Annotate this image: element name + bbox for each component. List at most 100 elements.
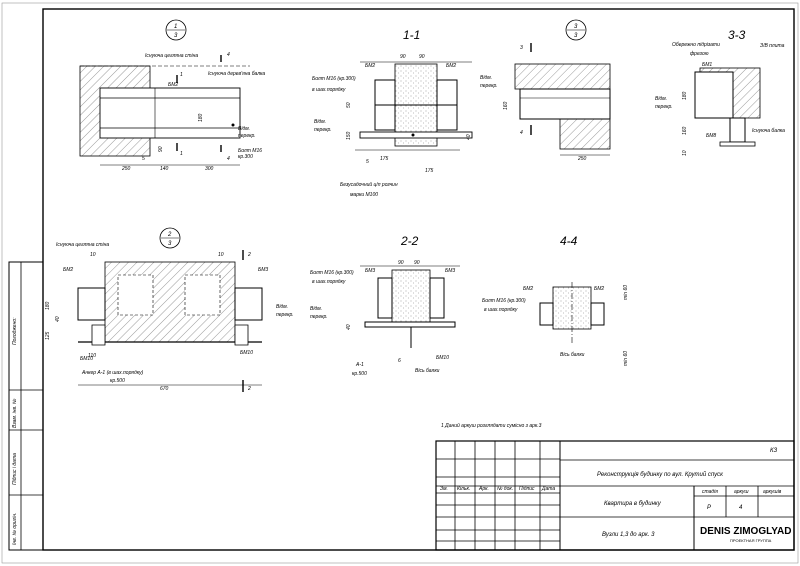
- section-mark: 4: [227, 156, 230, 162]
- dim: 300: [205, 166, 214, 172]
- drawing-code: КЗ: [770, 448, 778, 454]
- channel-label: БМ2: [168, 82, 178, 88]
- channel-label: БМ2: [594, 286, 604, 292]
- concrete-label: Безусадочний ц/п розчин: [340, 181, 398, 188]
- concrete-label-2: марки М100: [350, 192, 378, 198]
- detail-marker-top: 1: [174, 24, 177, 30]
- section-title: 2-2: [400, 234, 419, 248]
- base-plate: [359, 131, 473, 139]
- sign-date-label: Підпис і дата: [12, 453, 18, 485]
- detail-marker-bottom: 3: [168, 241, 172, 247]
- dim: 180: [682, 91, 688, 100]
- detail-marker-top: 2: [167, 232, 172, 238]
- col-header: Кільк.: [457, 486, 470, 492]
- stage-value: Р: [707, 505, 711, 511]
- beam-label: Існуюча дерев'яна балка: [208, 71, 265, 77]
- sheet-name: Вузли 1,3 до арк. 3: [602, 532, 655, 538]
- channel-label: БМ3: [258, 267, 268, 273]
- left-stamp: Погоджено: Взам. інв. № Підпис і дата Ін…: [8, 261, 44, 551]
- dim: 90: [400, 54, 406, 60]
- project-title: Реконструкція будинку по вул. Крутий спу…: [597, 471, 724, 478]
- bolt-label-2: в шах.порядку: [312, 87, 346, 93]
- section-mark: 4: [520, 130, 523, 136]
- dim: min 60: [623, 351, 629, 366]
- wall-label: Існуюча цегляна стіна: [56, 242, 109, 248]
- dim: 5: [366, 159, 369, 165]
- section-mark: 2: [247, 252, 251, 258]
- col-header: № док.: [497, 486, 513, 492]
- dim: 175: [425, 168, 434, 174]
- section-title: 3-3: [728, 28, 746, 42]
- bolt-label: Болт М16 (кр.300): [312, 76, 356, 82]
- bolt-label: Болт М16 (кр.300): [482, 298, 526, 304]
- section-mark: 4: [227, 52, 230, 58]
- bolt-label-2: в шах.порядку: [484, 307, 518, 313]
- level-label-2: перекр.: [314, 127, 332, 133]
- dim: 175: [380, 156, 389, 162]
- bolt-label: Болт М16: [238, 148, 262, 154]
- level-label: Відм.: [480, 75, 492, 81]
- sheet-value: 4: [739, 505, 743, 511]
- dim: 40: [466, 134, 472, 140]
- channel-label: БМ2: [446, 63, 456, 69]
- level-label: Відм.: [314, 119, 326, 125]
- col-header: Зм.: [440, 486, 448, 492]
- col-header: Арк.: [478, 486, 489, 492]
- level-label: Відм.: [276, 304, 288, 310]
- sheets-header: аркушів: [763, 489, 782, 495]
- detail-marker-circle: [165, 19, 187, 41]
- anchor-label: А-1: [355, 362, 364, 368]
- channel-label: БМ3: [365, 268, 375, 274]
- level-label: Відм.: [310, 306, 322, 312]
- company-name: DENIS ZIMOGLYAD: [700, 526, 792, 537]
- view-section-1-1: 1-1 БМ2 БМ2 Болт М16 (кр.300) в шах.поря…: [312, 28, 473, 198]
- detail-marker-bottom: 3: [574, 33, 578, 39]
- channel-label: БМ2: [63, 267, 73, 273]
- wall-label: Існуюча цегляна стіна: [145, 53, 198, 59]
- inv-orig-label: Інв. № оригін.: [12, 513, 18, 545]
- dim: 160: [682, 126, 688, 135]
- level-label-2: перекр.: [276, 312, 294, 318]
- channel-label: БМ2: [365, 63, 375, 69]
- channel-label: БМ3: [445, 268, 455, 274]
- channel-label: БМ2: [523, 286, 533, 292]
- dim: min 60: [623, 285, 629, 300]
- level-label-2: перекр.: [238, 133, 256, 139]
- dim: 40: [55, 316, 61, 322]
- dim: 90: [419, 54, 425, 60]
- dim: 5: [142, 156, 145, 162]
- dim: 250: [121, 166, 131, 172]
- bolt-step-label: кр.300: [238, 154, 253, 160]
- dim: 670: [160, 386, 169, 392]
- section-title: 4-4: [560, 234, 578, 248]
- level-label-2: перекр.: [310, 314, 328, 320]
- dim: 180: [45, 301, 51, 310]
- view-detail-2: 2 3 Існуюча цегляна стіна БМ2 БМ3 БМ10 Б…: [45, 227, 294, 392]
- inv-no-label: Взам. інв. №: [12, 398, 18, 428]
- dim: 160: [503, 101, 509, 110]
- channel-label: БМ10: [80, 356, 93, 362]
- detail-marker-top: 3: [574, 24, 578, 30]
- dim: 10: [218, 252, 224, 258]
- dim: 10: [682, 150, 688, 156]
- company-subtitle: ПРОЕКТНАЯ ГРУППА: [730, 538, 772, 543]
- timber-beam: [99, 87, 241, 139]
- anchor-step-label: кр.500: [110, 378, 125, 384]
- stage-header: стадія: [702, 489, 718, 495]
- dim: 10: [90, 252, 96, 258]
- note-label: Обережно підрізати: [672, 42, 720, 48]
- anchor-label: Анкер А-1 (в шах.порядку): [81, 370, 144, 376]
- plate-label: З/В плита: [760, 43, 785, 49]
- title-block: Зм. Кільк. Арк. № док. Підпис Дата КЗ Ре…: [435, 440, 795, 551]
- note-label-2: фрезою: [690, 51, 709, 57]
- level-label-2: перекр.: [655, 104, 673, 110]
- level-label: Відм.: [238, 126, 250, 132]
- section-mark: 1: [180, 151, 183, 157]
- section-mark: 2: [247, 386, 251, 392]
- dim: 50: [346, 102, 352, 108]
- dim: 150: [346, 131, 352, 140]
- bolt-label: Болт М16 (кр.300): [310, 270, 354, 276]
- dim: 90: [158, 146, 164, 152]
